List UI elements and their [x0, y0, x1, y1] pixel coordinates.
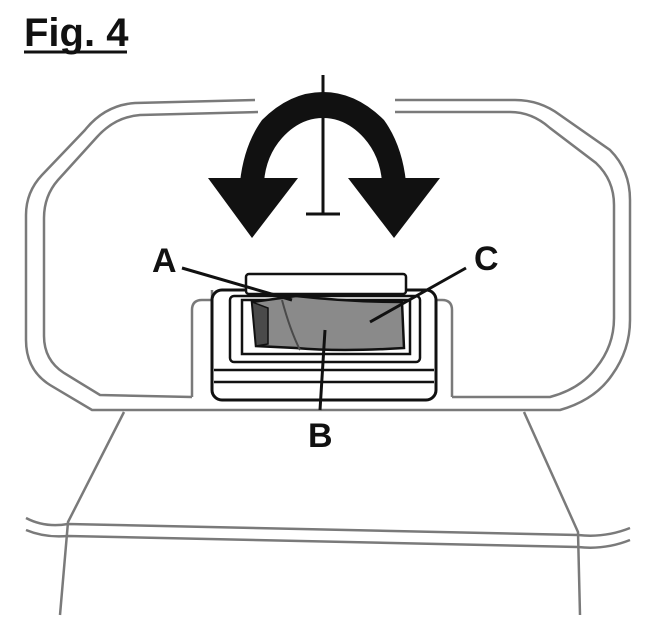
- device-housing: [24, 98, 632, 616]
- switch-rocker-crease: [281, 299, 301, 351]
- callout-label-a: A: [152, 242, 177, 280]
- callout-label-c: C: [474, 240, 499, 278]
- switch-top-lip: [244, 272, 408, 296]
- leader-a: [181, 266, 293, 302]
- callout-leaders: [181, 266, 467, 411]
- lower-body-seam: [25, 516, 631, 537]
- curved-arrow-left-icon: [208, 92, 323, 238]
- leader-c: [369, 266, 467, 324]
- leader-b: [318, 329, 327, 411]
- lower-body-right: [522, 411, 582, 616]
- switch-rocker-shadow: [251, 300, 269, 347]
- callout-label-b: B: [308, 417, 333, 455]
- lower-body-left: [58, 411, 126, 616]
- housing-outer-outline: [24, 98, 632, 412]
- switch-recess: [190, 290, 214, 397]
- switch-recess-right: [436, 298, 454, 397]
- switch-rocker-paddle: [250, 294, 406, 352]
- curved-arrow-right-icon: [323, 92, 440, 238]
- lower-body-seam-inner: [25, 528, 631, 549]
- housing-inner-outline: [42, 110, 259, 399]
- housing-inner-outline-right: [395, 110, 616, 399]
- figure-title: Fig. 4: [24, 11, 129, 55]
